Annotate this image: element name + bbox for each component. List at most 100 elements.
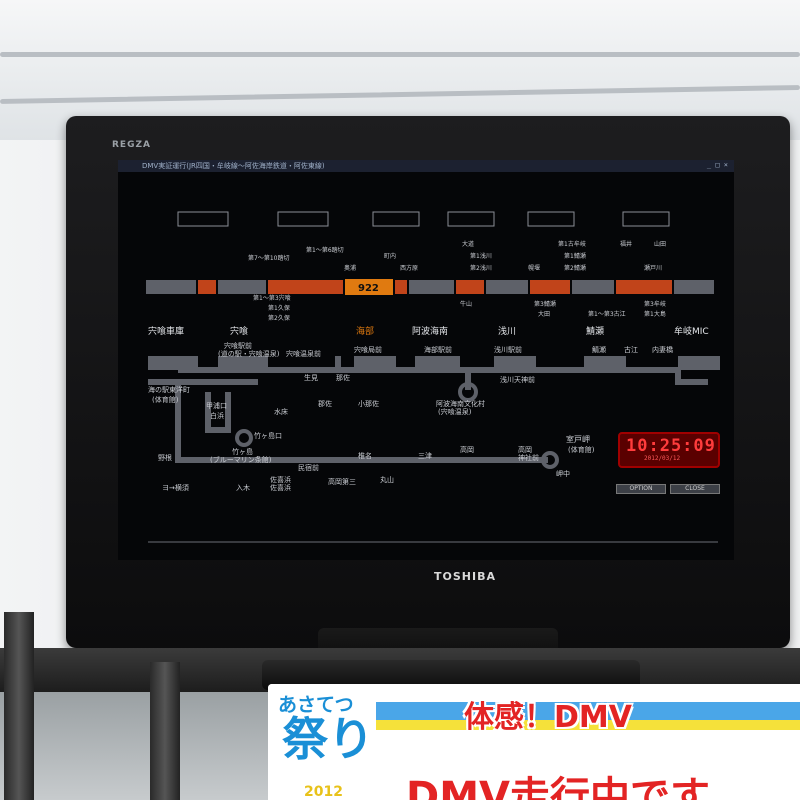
window-controls[interactable]: _ □ × <box>706 161 728 169</box>
sign-title: 体感！DMV <box>464 700 632 735</box>
tv-screen: DMV実証運行(JR四国・牟岐線～阿佐海岸鉄道・阿佐東線) _ □ × <box>118 160 734 560</box>
signal-label: 第7～第10踏切 <box>248 254 289 262</box>
stop-label: 郡佐 <box>318 399 332 408</box>
station-label: 竹ヶ島 <box>232 447 253 456</box>
top-line-signals: 第7～第10踏切 第1～第6踏切 第1久保 第2久保 第1～第3宍喰 町内 奥浦… <box>248 240 666 322</box>
top-line-track: 922 <box>146 279 714 295</box>
station-label: 鯖瀬 <box>592 345 606 354</box>
logo-text: あさてつ <box>278 694 354 716</box>
track-box <box>148 356 198 370</box>
stop-label: 椎名 <box>358 451 372 460</box>
station-label: (宍喰温泉) <box>438 407 472 416</box>
cart-post <box>150 662 180 800</box>
station-label: 宍喰温泉前 <box>286 349 321 358</box>
stop-label: 那佐 <box>336 373 350 382</box>
station-label: 宍喰局前 <box>354 345 382 354</box>
signal-label: 第2浅川 <box>470 264 492 272</box>
loop-marker <box>235 429 253 447</box>
track-segment <box>395 280 407 294</box>
track-box <box>418 356 460 370</box>
stop-label: 水床 <box>274 407 288 416</box>
signal-label: 大道 <box>462 240 474 248</box>
signal-label: 瀬戸川 <box>644 264 662 272</box>
station-label: 海部駅前 <box>424 345 452 354</box>
signal-label: 第1～第3宍喰 <box>253 294 291 302</box>
signal-label: 福井 <box>620 240 632 248</box>
bottom-line-track <box>148 356 720 469</box>
stop-label: 小那佐 <box>358 399 379 408</box>
track-box <box>678 356 720 370</box>
station-label: 海部 <box>356 325 374 337</box>
stop-label: 白浜 <box>210 411 224 420</box>
track-segment <box>218 280 266 294</box>
tent-rod <box>0 52 800 57</box>
signal-label: 第3鯖瀬 <box>534 300 556 308</box>
railway-map: 922 第7～第10踏切 第1～第6踏切 第1久保 第2久保 第1～第3宍喰 町… <box>146 211 720 543</box>
logo-year: 2012 <box>304 784 343 800</box>
track-box <box>584 356 626 370</box>
indicator-box <box>447 211 495 227</box>
signal-label: 第1浅川 <box>470 252 492 260</box>
station-label: 浅川駅前 <box>494 345 522 354</box>
stop-label: 高岡 <box>460 445 474 454</box>
loop-marker <box>541 451 559 469</box>
indicator-boxes <box>177 211 670 227</box>
sign-subtitle: DMV走行中です <box>406 774 710 800</box>
track-segment <box>456 280 484 294</box>
station-label: 宍喰 <box>230 325 248 337</box>
track-segment <box>616 280 672 294</box>
option-button[interactable]: OPTION <box>616 484 666 494</box>
station-label: 浅川 <box>498 325 516 337</box>
event-sign: あさてつ 祭り 2012 体感！DMV DMV走行中です <box>268 684 800 800</box>
signal-label: 第2久保 <box>268 314 290 322</box>
track-segment <box>572 280 614 294</box>
track-segment <box>674 280 714 294</box>
signal-label: 第1～第3古江 <box>588 310 626 318</box>
station-label: (体育館) <box>152 395 179 404</box>
signal-label: 町内 <box>384 252 396 260</box>
logo-text: 祭り <box>282 712 374 766</box>
stop-label: 竹ヶ島口 <box>254 431 282 440</box>
stop-label: 高岡 <box>518 445 532 454</box>
sign-stripe-blue <box>268 702 800 720</box>
stop-label: 三津 <box>418 452 432 460</box>
cart-post <box>4 612 34 800</box>
close-button[interactable]: CLOSE <box>670 484 720 494</box>
indicator-box <box>622 211 670 227</box>
top-line-stations: 宍喰車庫 宍喰 海部 阿波海南 浅川 鯖瀬 牟岐MIC <box>148 325 709 337</box>
indicator-box <box>277 211 329 227</box>
station-label: 宍喰駅前 <box>224 341 252 350</box>
station-label: (ブルーマリン条館) <box>210 455 272 464</box>
stop-label: 入木 <box>236 483 250 492</box>
signal-label: 第1鯖瀬 <box>564 252 586 260</box>
station-label: 牟岐MIC <box>674 325 709 337</box>
stop-label: 岬中 <box>556 469 570 478</box>
station-label: 海の駅東洋町 <box>148 385 190 394</box>
sign-stripe-yellow <box>268 720 800 730</box>
stop-label: 甲浦口 <box>206 401 227 410</box>
loop-marker <box>458 382 478 402</box>
indicator-box <box>177 211 229 227</box>
station-label: (体育館) <box>568 445 595 454</box>
station-label: 宍喰車庫 <box>148 325 184 337</box>
track-segment <box>198 280 216 294</box>
stop-label: 佐喜浜 <box>270 475 291 484</box>
station-label: 浅川天神前 <box>500 375 535 384</box>
stop-label: 生見 <box>304 373 318 382</box>
track-segment <box>146 280 196 294</box>
window-titlebar: DMV実証運行(JR四国・牟岐線～阿佐海岸鉄道・阿佐東線) _ □ × <box>118 160 734 172</box>
stop-label: 神社前 <box>518 453 539 462</box>
station-label: 室戸岬 <box>566 434 590 444</box>
signal-label: 第3牟岐 <box>644 300 666 308</box>
stop-label: 民宿前 <box>298 463 319 472</box>
window-title: DMV実証運行(JR四国・牟岐線～阿佐海岸鉄道・阿佐東線) <box>142 162 325 170</box>
track-box <box>218 356 268 370</box>
signal-label: 幌堰 <box>528 264 540 272</box>
track-segment <box>268 280 343 294</box>
tv-model-label: REGZA <box>112 140 151 150</box>
signal-label: 奥浦 <box>344 264 356 272</box>
signal-label: 第1～第6踏切 <box>306 246 344 254</box>
station-label: 鯖瀬 <box>586 325 604 337</box>
signal-label: 第1大島 <box>644 310 666 318</box>
start-label: ヨ→横須 <box>162 483 189 492</box>
